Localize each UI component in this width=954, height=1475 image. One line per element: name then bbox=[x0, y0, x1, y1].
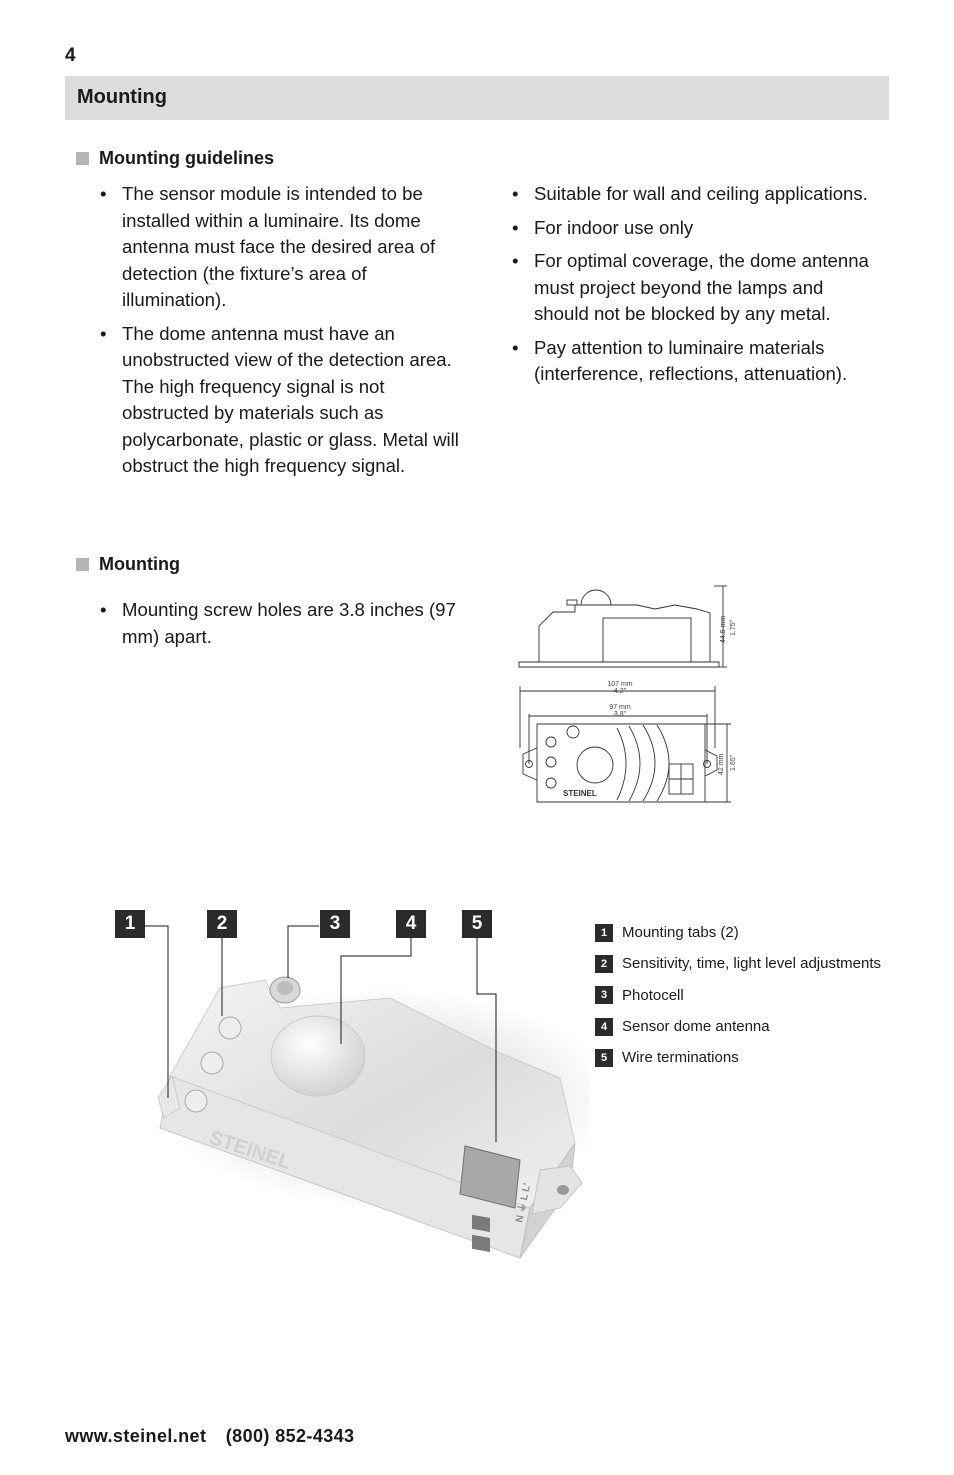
top-photocell bbox=[566, 725, 580, 739]
top-contour bbox=[656, 724, 670, 802]
section-title: Mounting bbox=[77, 86, 167, 108]
legend-number: 1 bbox=[595, 923, 613, 942]
leader-line-1 bbox=[145, 925, 169, 1098]
legend-label: Photocell bbox=[622, 986, 684, 1004]
top-contour bbox=[628, 725, 641, 802]
list-item: Mounting screw holes are 3.8 inches (97 … bbox=[100, 597, 460, 650]
leader-line-3 bbox=[287, 925, 319, 978]
legend-label: Sensor dome antenna bbox=[622, 1018, 770, 1036]
list-item: The dome antenna must have an unobstruct… bbox=[100, 321, 460, 480]
guidelines-heading: Mounting guidelines bbox=[76, 148, 274, 169]
guidelines-left-list: The sensor module is intended to be inst… bbox=[100, 181, 460, 487]
dial-sensitivity bbox=[545, 736, 557, 748]
mounting-heading-text: Mounting bbox=[99, 554, 180, 574]
callout-1: 1 bbox=[115, 910, 145, 938]
legend-item: 3 Photocell bbox=[595, 980, 881, 1011]
guidelines-heading-text: Mounting guidelines bbox=[99, 148, 274, 168]
legend-number: 3 bbox=[595, 986, 613, 1005]
callout-5: 5 bbox=[462, 910, 492, 938]
wire-terminal-block bbox=[459, 1145, 521, 1209]
square-bullet-icon bbox=[76, 558, 89, 571]
product-illustration: STEINEL N ⏚ L L' bbox=[155, 976, 590, 1259]
list-item: Pay attention to luminaire materials (in… bbox=[512, 335, 872, 388]
mounting-hole-right bbox=[703, 760, 711, 768]
side-photocell bbox=[566, 599, 578, 606]
footer-phone: (800) 852-4343 bbox=[225, 1426, 355, 1446]
footer-website-link[interactable]: www.steinel.net bbox=[65, 1426, 207, 1446]
callout-3: 3 bbox=[320, 910, 350, 938]
legend-item: 2 Sensitivity, time, light level adjustm… bbox=[595, 948, 881, 979]
section-header-bar: Mounting bbox=[65, 76, 889, 120]
legend-label: Sensitivity, time, light level adjustmen… bbox=[622, 955, 881, 973]
legend-number: 4 bbox=[595, 1017, 613, 1036]
dim-holes-in: 3.8" bbox=[614, 711, 627, 718]
mounting-heading: Mounting bbox=[76, 554, 180, 575]
legend-item: 1 Mounting tabs (2) bbox=[595, 917, 881, 948]
top-contour bbox=[642, 724, 656, 802]
legend-label: Wire terminations bbox=[622, 1049, 739, 1067]
side-view bbox=[518, 585, 727, 668]
photocell-lens bbox=[277, 981, 293, 995]
leader-line-4 bbox=[340, 938, 412, 1044]
top-right-tab bbox=[704, 749, 718, 777]
list-item: Suitable for wall and ceiling applicatio… bbox=[512, 181, 872, 208]
top-contour bbox=[616, 727, 627, 801]
dial-time bbox=[545, 756, 557, 768]
list-item: The sensor module is intended to be inst… bbox=[100, 181, 460, 314]
terminal-slot bbox=[472, 1214, 490, 1232]
mounting-tab-left bbox=[157, 1074, 181, 1119]
terminal-slot bbox=[472, 1234, 490, 1252]
mounting-list: Mounting screw holes are 3.8 inches (97 … bbox=[100, 597, 460, 657]
dim-length-in: 4.2" bbox=[614, 688, 627, 695]
dial-light-level bbox=[184, 1089, 208, 1113]
leader-line-5 bbox=[476, 938, 497, 1142]
footer: www.steinel.net (800) 852-4343 bbox=[65, 1426, 368, 1447]
dial-light bbox=[545, 777, 557, 789]
list-item: For indoor use only bbox=[512, 215, 872, 242]
mounting-hole-right bbox=[557, 1185, 569, 1195]
dim-height-in: 1.75" bbox=[730, 619, 737, 636]
mounting-hole-left bbox=[525, 760, 533, 768]
dial-sensitivity bbox=[218, 1016, 242, 1040]
dim-width-in: 1.65" bbox=[730, 754, 737, 771]
legend-number: 2 bbox=[595, 954, 613, 973]
side-housing bbox=[538, 604, 711, 662]
top-left-tab bbox=[522, 747, 538, 781]
side-panel bbox=[602, 617, 692, 663]
side-dome bbox=[580, 589, 612, 606]
legend-item: 5 Wire terminations bbox=[595, 1042, 881, 1073]
list-item: For optimal coverage, the dome antenna m… bbox=[512, 248, 872, 328]
guidelines-right-list: Suitable for wall and ceiling applicatio… bbox=[512, 181, 872, 395]
dim-height-mm: 44.5 mm bbox=[720, 616, 727, 643]
dimension-drawing: 44.5 mm 1.75" 107 mm 4.2" 97 mm 3.8" 42 … bbox=[518, 585, 737, 803]
dim-width-mm: 42 mm bbox=[718, 753, 725, 775]
callout-legend: 1 Mounting tabs (2) 2 Sensitivity, time,… bbox=[595, 917, 881, 1073]
top-dome bbox=[576, 746, 614, 784]
callout-4: 4 bbox=[396, 910, 426, 938]
top-view bbox=[519, 686, 731, 803]
square-bullet-icon bbox=[76, 152, 89, 165]
legend-number: 5 bbox=[595, 1048, 613, 1067]
legend-label: Mounting tabs (2) bbox=[622, 924, 739, 942]
drawing-brand-label: STEINEL bbox=[563, 789, 597, 798]
dim-holes-mm: 97 mm bbox=[609, 704, 631, 711]
page-number: 4 bbox=[65, 45, 76, 66]
legend-item: 4 Sensor dome antenna bbox=[595, 1011, 881, 1042]
dial-time bbox=[200, 1051, 224, 1075]
callout-2: 2 bbox=[207, 910, 237, 938]
dim-length-mm: 107 mm bbox=[607, 681, 632, 688]
